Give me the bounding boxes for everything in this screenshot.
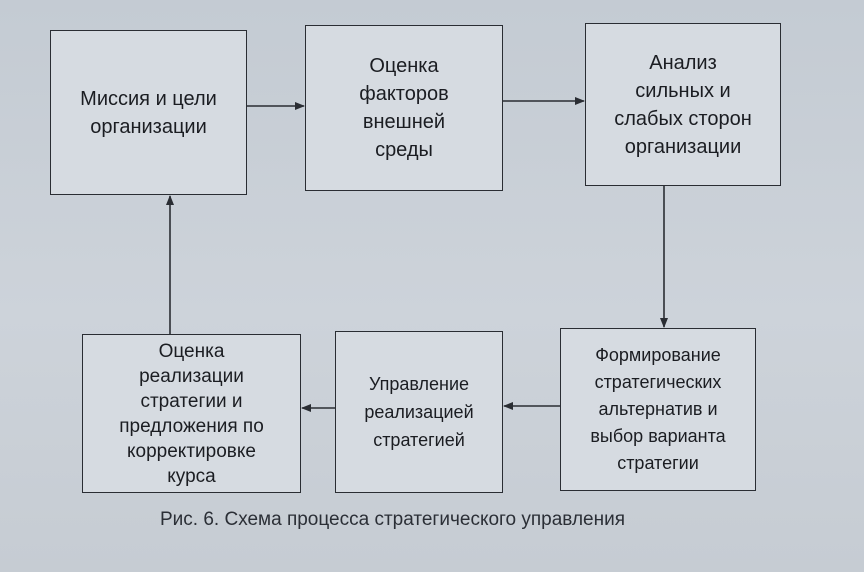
figure-caption: Рис. 6. Схема процесса стратегического у…	[160, 509, 626, 530]
box-mission-goals: Миссия и цели организации	[50, 30, 247, 195]
box-strategic-alternatives-label: Формирование стратегических альтернатив …	[590, 345, 726, 473]
box-strategy-evaluation-label: Оценка реализации стратегии и предложени…	[119, 340, 264, 487]
box-strengths-weaknesses-label: Анализ сильных и слабых сторон организац…	[614, 51, 752, 158]
box-external-factors: Оценка факторов внешней среды	[305, 25, 503, 191]
box-strategy-evaluation: Оценка реализации стратегии и предложени…	[82, 334, 301, 493]
box-strategy-implementation-label: Управление реализацией стратегией	[364, 374, 474, 450]
box-mission-goals-label: Миссия и цели организации	[80, 87, 217, 138]
box-strengths-weaknesses: Анализ сильных и слабых сторон организац…	[585, 23, 781, 186]
box-strategy-implementation: Управление реализацией стратегией	[335, 331, 503, 493]
box-strategic-alternatives: Формирование стратегических альтернатив …	[560, 328, 756, 491]
box-external-factors-label: Оценка факторов внешней среды	[359, 55, 449, 161]
